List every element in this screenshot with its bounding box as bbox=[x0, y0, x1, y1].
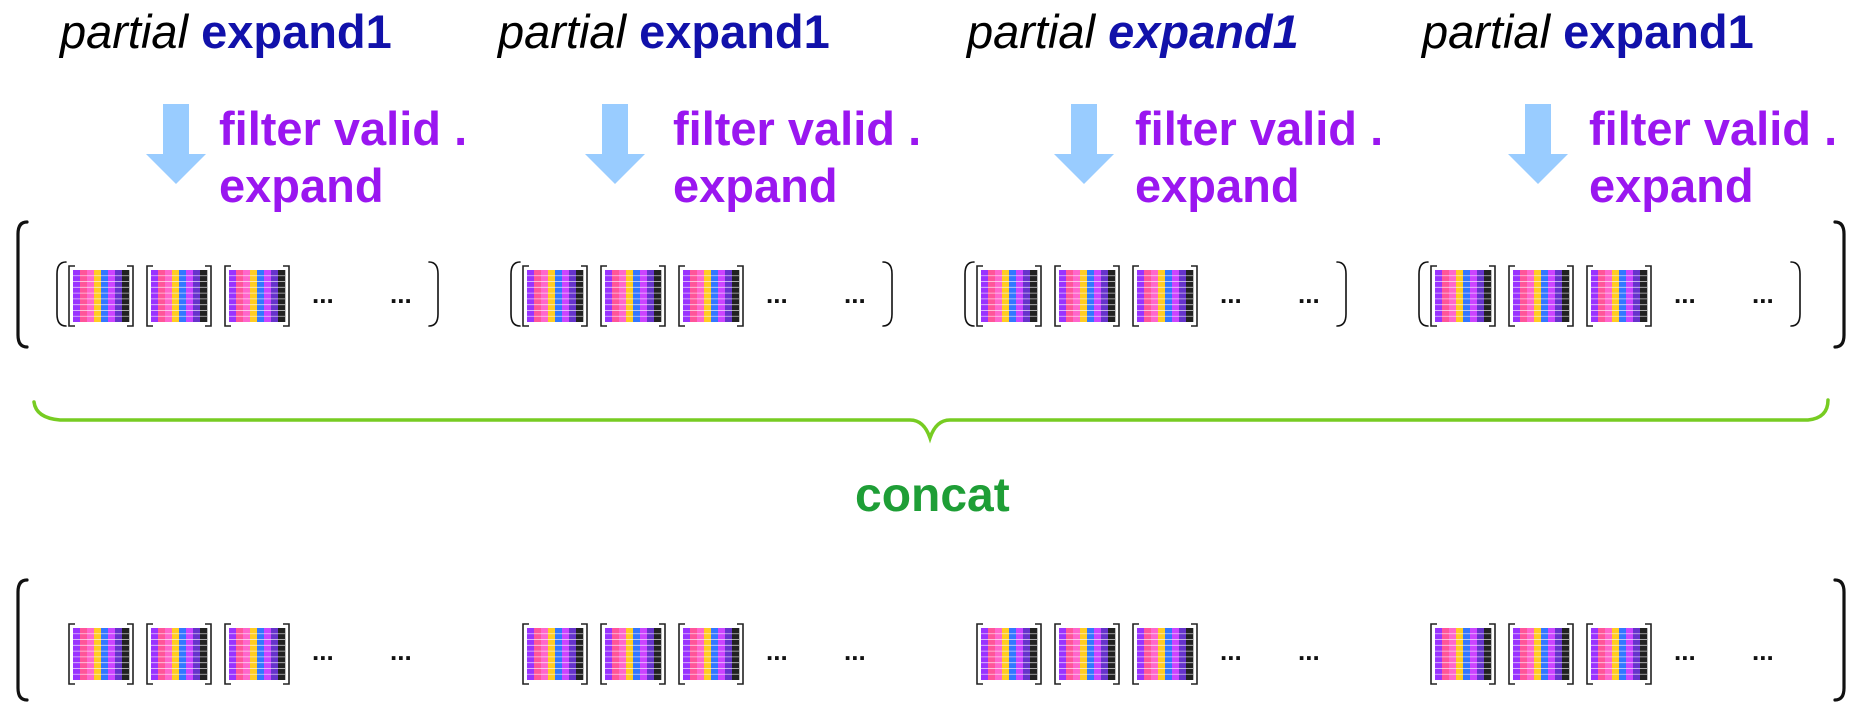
ellipsis: ... bbox=[766, 636, 788, 666]
matrix-icon bbox=[678, 265, 744, 327]
matrix-icon bbox=[678, 623, 744, 685]
result-bracket-right bbox=[1833, 578, 1846, 702]
group-bracket-right bbox=[428, 261, 439, 327]
column-title-1: partial expand1 bbox=[60, 8, 392, 55]
ellipsis: ... bbox=[1674, 636, 1696, 666]
filter-line-1: filter valid . bbox=[673, 102, 922, 155]
matrix-icon bbox=[1508, 623, 1574, 685]
ellipsis: ... bbox=[312, 279, 334, 309]
down-arrow-icon bbox=[146, 104, 206, 184]
matrix-icon bbox=[146, 265, 212, 327]
filter-line-1: filter valid . bbox=[1589, 102, 1838, 155]
column-title-2: partial expand1 bbox=[498, 8, 830, 55]
matrix-icon bbox=[1586, 623, 1652, 685]
matrix-icon bbox=[1430, 623, 1496, 685]
matrix-icon bbox=[600, 265, 666, 327]
concat-brace bbox=[32, 398, 1830, 444]
filter-label-2: filter valid . expand bbox=[673, 100, 921, 214]
matrix-icon bbox=[976, 623, 1042, 685]
column-title-3: partial expand1 bbox=[967, 8, 1299, 55]
group-bracket-right bbox=[882, 261, 893, 327]
filter-line-2: expand bbox=[219, 159, 384, 212]
matrix-icon bbox=[68, 265, 134, 327]
ellipsis: ... bbox=[1298, 636, 1320, 666]
matrix-icon bbox=[224, 265, 290, 327]
group-bracket-left bbox=[964, 261, 975, 327]
title-word-partial: partial bbox=[498, 5, 627, 58]
matrix-icon bbox=[68, 623, 134, 685]
group-bracket-left bbox=[56, 261, 67, 327]
ellipsis: ... bbox=[844, 279, 866, 309]
filter-label-1: filter valid . expand bbox=[219, 100, 467, 214]
ellipsis: ... bbox=[1674, 279, 1696, 309]
down-arrow-icon bbox=[1508, 104, 1568, 184]
concat-label: concat bbox=[855, 469, 1010, 522]
ellipsis: ... bbox=[390, 279, 412, 309]
matrix-icon bbox=[1508, 265, 1574, 327]
matrix-icon bbox=[224, 623, 290, 685]
filter-label-4: filter valid . expand bbox=[1589, 100, 1837, 214]
filter-line-1: filter valid . bbox=[1135, 102, 1384, 155]
ellipsis: ... bbox=[312, 636, 334, 666]
matrix-icon bbox=[600, 623, 666, 685]
matrix-icon bbox=[522, 265, 588, 327]
title-word-partial: partial bbox=[967, 5, 1096, 58]
title-word-expand1: expand1 bbox=[1563, 5, 1754, 58]
matrix-icon bbox=[1054, 623, 1120, 685]
column-title-4: partial expand1 bbox=[1422, 8, 1754, 55]
result-bracket-left bbox=[16, 578, 29, 702]
matrix-icon bbox=[522, 623, 588, 685]
group-bracket-right bbox=[1790, 261, 1801, 327]
matrix-icon bbox=[1132, 265, 1198, 327]
ellipsis: ... bbox=[766, 279, 788, 309]
matrix-icon bbox=[1132, 623, 1198, 685]
filter-line-2: expand bbox=[1589, 159, 1754, 212]
ellipsis: ... bbox=[1298, 279, 1320, 309]
down-arrow-icon bbox=[585, 104, 645, 184]
filter-line-1: filter valid . bbox=[219, 102, 468, 155]
matrix-icon bbox=[146, 623, 212, 685]
group-bracket-right bbox=[1336, 261, 1347, 327]
matrix-icon bbox=[976, 265, 1042, 327]
ellipsis: ... bbox=[390, 636, 412, 666]
filter-line-2: expand bbox=[1135, 159, 1300, 212]
matrix-icon bbox=[1586, 265, 1652, 327]
outer-bracket-left bbox=[16, 220, 29, 349]
matrix-icon bbox=[1430, 265, 1496, 327]
title-word-expand1: expand1 bbox=[201, 5, 392, 58]
ellipsis: ... bbox=[1220, 636, 1242, 666]
title-word-partial: partial bbox=[60, 5, 189, 58]
outer-bracket-right bbox=[1833, 220, 1846, 349]
down-arrow-icon bbox=[1054, 104, 1114, 184]
filter-label-3: filter valid . expand bbox=[1135, 100, 1383, 214]
group-bracket-left bbox=[1418, 261, 1429, 327]
matrix-icon bbox=[1054, 265, 1120, 327]
ellipsis: ... bbox=[1752, 279, 1774, 309]
ellipsis: ... bbox=[844, 636, 866, 666]
title-word-partial: partial bbox=[1422, 5, 1551, 58]
ellipsis: ... bbox=[1752, 636, 1774, 666]
title-word-expand1: expand1 bbox=[639, 5, 830, 58]
filter-line-2: expand bbox=[673, 159, 838, 212]
group-bracket-left bbox=[510, 261, 521, 327]
ellipsis: ... bbox=[1220, 279, 1242, 309]
title-word-expand1: expand1 bbox=[1108, 5, 1299, 58]
